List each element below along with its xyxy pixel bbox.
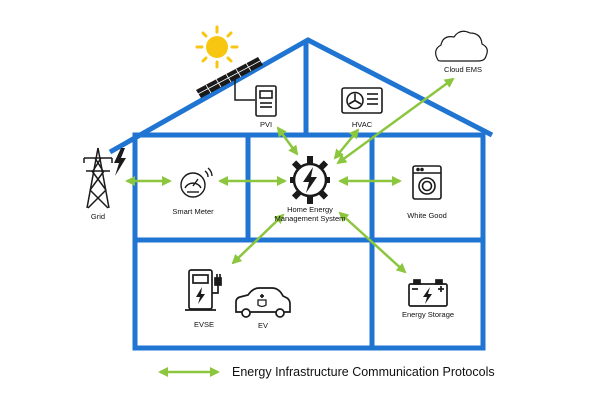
arrow-hems-storage xyxy=(338,211,407,274)
pvi-label: PVI xyxy=(260,120,272,129)
white-good-label: White Good xyxy=(407,211,447,220)
pvi-inverter-icon xyxy=(255,85,277,117)
lightning-icon xyxy=(114,148,126,176)
arrow-hems-evse xyxy=(231,213,285,265)
battery-icon xyxy=(408,279,448,307)
gear-lightning-icon xyxy=(290,156,330,204)
solar-panel-icon xyxy=(196,57,263,101)
energy-storage-label: Energy Storage xyxy=(402,310,454,319)
hems-label-line1: Home Energy xyxy=(287,205,333,214)
arrow-hems-cloud xyxy=(336,77,455,165)
sun-icon xyxy=(195,25,239,69)
washing-machine-icon xyxy=(412,165,442,200)
smart-meter-icon xyxy=(180,167,213,198)
ev-label: EV xyxy=(258,321,268,330)
cloud-ems-label: Cloud EMS xyxy=(444,65,482,74)
hvac-label: HVAC xyxy=(352,120,373,129)
legend: Energy Infrastructure Communication Prot… xyxy=(158,365,495,379)
arrow-pvi-hems xyxy=(276,126,299,156)
legend-label: Energy Infrastructure Communication Prot… xyxy=(232,365,495,379)
electric-car-icon xyxy=(235,287,291,318)
communication-arrows xyxy=(125,77,455,274)
smart-meter-label: Smart Meter xyxy=(172,207,214,216)
grid-label: Grid xyxy=(91,212,105,221)
transmission-tower-icon xyxy=(83,147,113,209)
hvac-icon xyxy=(341,87,383,114)
cloud-icon xyxy=(435,30,488,62)
evse-label: EVSE xyxy=(194,320,214,329)
hems-label-line2: Management System xyxy=(275,214,346,223)
ev-charger-icon xyxy=(185,269,222,311)
